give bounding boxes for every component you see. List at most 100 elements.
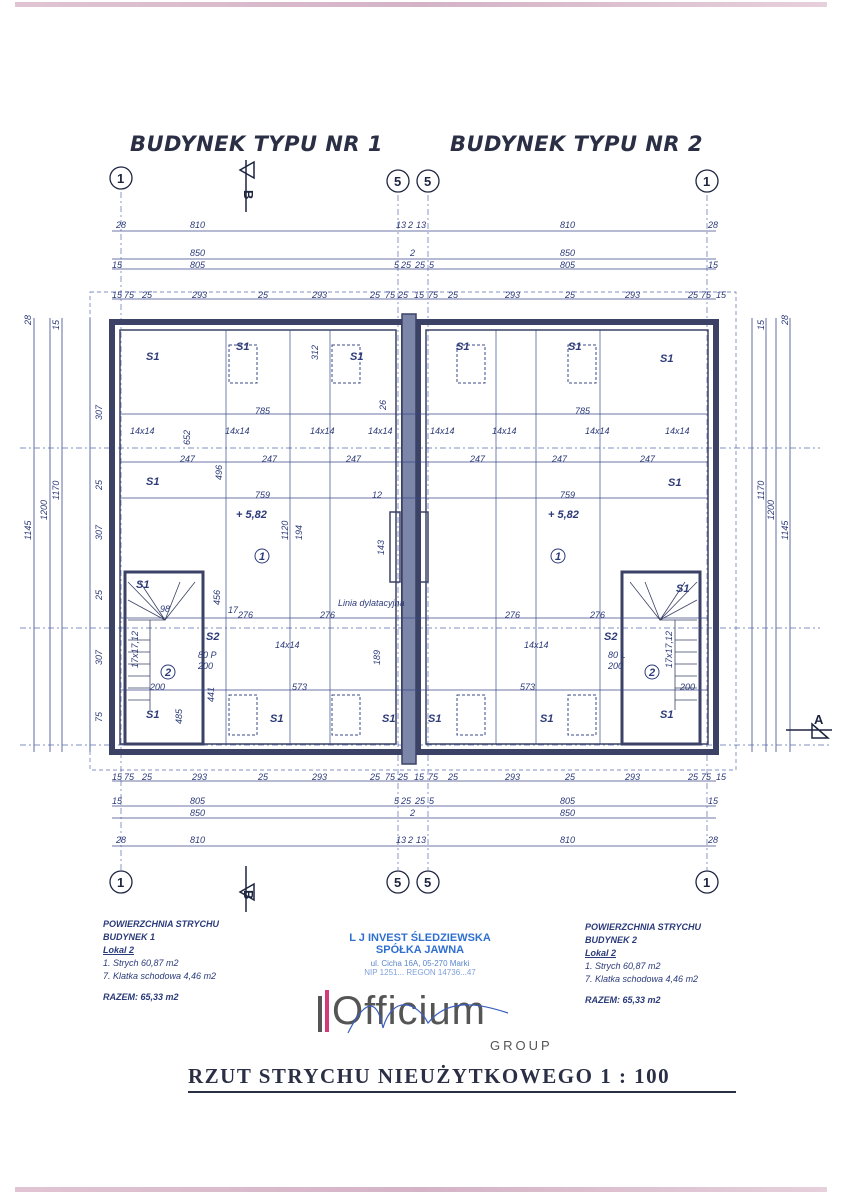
column-label: 14x14 [524, 640, 549, 650]
stairs-label: 17x17,12 [130, 631, 140, 668]
dimension-label: 805 [190, 260, 206, 270]
dimension-label: 15 [716, 772, 727, 782]
dimension-label: 143 [376, 540, 386, 555]
scan-edge-bottom [15, 1187, 827, 1192]
door-label: 80 L [608, 650, 626, 660]
dimension-label: 293 [624, 772, 640, 782]
area-summary-building-2: POWIERZCHNIA STRYCHU BUDYNEK 2 Lokal 2 1… [585, 921, 701, 1007]
dimension-label: 25 [447, 772, 459, 782]
dimension-label: 496 [214, 465, 224, 480]
stairs [127, 581, 698, 710]
door-label: 80 P [198, 650, 217, 660]
building-2-heading: BUDYNEK TYPU NR 2 [450, 132, 703, 156]
window-label: S1 [350, 351, 363, 363]
axis-label: 5 [394, 174, 401, 189]
grid-lines [120, 330, 708, 744]
room-number: 2 [164, 667, 171, 679]
dimension-label: 25 [141, 772, 153, 782]
dimension-label: 25 [257, 290, 269, 300]
window-label: S1 [676, 583, 689, 595]
dimension-label: 25 [400, 796, 412, 806]
dimension-label: 75 [428, 772, 439, 782]
window-label: S1 [270, 713, 283, 725]
dimension-label: 293 [504, 772, 520, 782]
section-b-label-bottom: B [241, 890, 256, 899]
drawing-title: RZUT STRYCHU NIEUŻYTKOWEGO 1 : 100 [188, 1064, 736, 1093]
dimension-label: 25 [564, 772, 576, 782]
window-label: S1 [568, 341, 581, 353]
dimension-label: 15 [112, 290, 123, 300]
officium-watermark-logo: Officium GROUP [318, 988, 550, 1053]
dimension-label: 28 [115, 220, 126, 230]
dimension-label: 307 [94, 649, 104, 665]
window-label: S1 [660, 709, 673, 721]
elevation-mark: + 5,82 [236, 509, 267, 521]
dimension-label: 15 [414, 290, 425, 300]
axis-bubble-icon [416, 870, 440, 894]
dimension-label: 2 [409, 248, 415, 258]
company-stamp: L J INVEST ŚLEDZIEWSKA SPÓŁKA JAWNA ul. … [300, 932, 540, 977]
dimension-label: 850 [560, 248, 575, 258]
dilatation-label: Linia dylatacyjna [338, 598, 405, 608]
window-label: S1 [668, 477, 681, 489]
dimension-label: 26 [378, 400, 388, 411]
axis-bubble-icon [416, 169, 440, 193]
scan-edge-top [15, 2, 827, 7]
area-title: POWIERZCHNIA STRYCHU [103, 919, 220, 929]
dimension-label: 5 [394, 260, 400, 270]
window-label: S2 [604, 631, 617, 643]
dimension-label: 28 [23, 315, 33, 326]
dimension-label: 25 [369, 290, 381, 300]
dimension-label: 75 [428, 290, 439, 300]
dimension-lines [33, 230, 791, 847]
dimension-label: 28 [115, 835, 126, 845]
dimension-label: 25 [257, 772, 269, 782]
axis-bubble-icon [109, 870, 133, 894]
area-building: BUDYNEK 1 [103, 932, 156, 942]
area-title: POWIERZCHNIA STRYCHU [585, 922, 702, 932]
dimension-label: 293 [504, 290, 520, 300]
room-number-bubble-icon [550, 548, 566, 564]
elevation-mark: + 5,82 [548, 509, 579, 521]
room-number: 1 [259, 551, 265, 563]
dimension-label: 75 [124, 772, 135, 782]
stamp-ids: NIP 1251... REGON 14736...47 [364, 968, 476, 977]
dimension-label: 75 [385, 772, 396, 782]
area-line-1: 1. Strych 60,87 m2 [585, 961, 661, 971]
area-summary-building-1: POWIERZCHNIA STRYCHU BUDYNEK 1 Lokal 2 1… [103, 918, 219, 1004]
area-building: BUDYNEK 2 [585, 935, 638, 945]
dimension-label: 13 [396, 835, 406, 845]
dimension-label: 247 [261, 454, 278, 464]
skylights [228, 344, 597, 736]
building-1-heading: BUDYNEK TYPU NR 1 [130, 132, 383, 156]
dimension-label: 5 [429, 260, 435, 270]
dimension-label: 293 [311, 772, 327, 782]
dimension-label: 200 [679, 682, 695, 692]
window-label: S2 [206, 631, 219, 643]
dimension-label: 1120 [280, 521, 290, 540]
section-b-markers [238, 160, 832, 912]
column-label: 14x14 [430, 426, 455, 436]
axis-label: 5 [424, 174, 431, 189]
dimension-label: 1170 [756, 481, 766, 500]
dimension-label: 810 [190, 835, 205, 845]
dimension-label: 247 [179, 454, 196, 464]
dimension-label: 652 [182, 430, 192, 445]
stamp-address: ul. Cicha 16A, 05-270 Marki [370, 959, 470, 968]
axis-label: 1 [703, 174, 710, 189]
dimension-label: 13 [396, 220, 406, 230]
dimension-label: 75 [701, 772, 712, 782]
dimension-label: 850 [560, 808, 575, 818]
dimension-label: 25 [400, 260, 412, 270]
dimension-label: 25 [369, 772, 381, 782]
dimension-label: 98 [160, 604, 170, 614]
stamp-company-type: SPÓŁKA JAWNA [375, 944, 465, 956]
dimension-label: 194 [294, 525, 304, 540]
dimension-label: 189 [372, 650, 382, 665]
column-label: 14x14 [492, 426, 517, 436]
dimension-label: 441 [206, 687, 216, 702]
dimension-label: 573 [292, 682, 307, 692]
dimension-label: 25 [564, 290, 576, 300]
column-label: 14x14 [310, 426, 335, 436]
axis-bubble-icon [109, 166, 133, 190]
